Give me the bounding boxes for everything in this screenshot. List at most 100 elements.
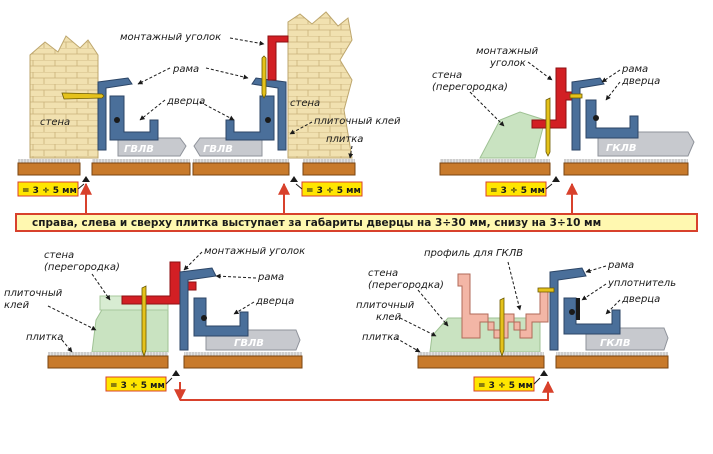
leader-corner xyxy=(527,61,553,81)
banner-box xyxy=(15,213,698,232)
board-label-left: ГВЛВ xyxy=(124,144,154,155)
frame-profile-left xyxy=(97,77,159,151)
leader-wall xyxy=(417,289,449,327)
tile-strip-b xyxy=(184,352,302,356)
latch-left xyxy=(114,117,120,123)
label-glue-line2: клей xyxy=(376,312,402,323)
label-wall-line2: (перегородка) xyxy=(432,82,508,93)
leader-frame xyxy=(601,69,621,83)
latch xyxy=(201,315,207,321)
tile-strip-a xyxy=(418,352,544,356)
latch xyxy=(593,115,599,121)
panel-bottom-left: стена (перегородка) плиточный клей плитк… xyxy=(4,246,305,392)
tile-strip-4 xyxy=(303,159,355,163)
leader-glue xyxy=(289,121,313,135)
screw-small xyxy=(569,93,583,99)
leader-tile xyxy=(348,145,354,159)
label-door: дверца xyxy=(255,296,294,307)
gap-tick-right xyxy=(290,176,298,182)
board-label: ГКЛВ xyxy=(600,338,630,349)
leader-corner xyxy=(229,37,265,46)
gap-arrow-right xyxy=(295,183,303,190)
gap-text: = 3 ÷ 5 мм xyxy=(490,186,545,196)
mounting-corner xyxy=(531,67,581,129)
board-label-right: ГВЛВ xyxy=(203,144,233,155)
arrow-to-bottom-gaps xyxy=(180,382,548,400)
label-glue: плиточный клей xyxy=(314,116,401,127)
leader-frame-1 xyxy=(137,67,171,85)
banner-text: справа, слева и сверху плитка выступает … xyxy=(32,217,601,229)
label-corner: монтажный уголок xyxy=(120,32,221,43)
label-wall-line1: стена xyxy=(368,268,398,279)
label-corner: монтажный уголок xyxy=(204,246,305,257)
screw-left xyxy=(61,92,105,100)
gap-arrow-left xyxy=(77,183,85,190)
leader-door-1 xyxy=(139,99,166,121)
tile-base-2 xyxy=(91,162,191,176)
leader-profile xyxy=(507,261,522,311)
tile-base-b xyxy=(555,355,669,369)
leader-door xyxy=(605,299,621,315)
gap-arrow xyxy=(545,183,553,190)
tile-strip-1 xyxy=(18,159,80,163)
gap-tick-left xyxy=(82,176,90,182)
tile-base-b xyxy=(563,162,689,176)
gap-text: = 3 ÷ 5 мм xyxy=(110,381,165,391)
leader-frame xyxy=(585,265,607,274)
leader-door-2 xyxy=(199,101,235,121)
screw xyxy=(499,297,505,358)
gap-tick xyxy=(552,176,560,182)
brick-wall-right xyxy=(287,11,353,159)
tile-strip-b xyxy=(564,159,688,163)
frame-profile xyxy=(571,77,639,151)
screw-right xyxy=(261,55,267,99)
mounting-corner xyxy=(267,35,289,81)
label-frame: рама xyxy=(607,260,634,271)
tile-base-1 xyxy=(17,162,81,176)
label-tile: плитка xyxy=(362,332,399,343)
leader-glue xyxy=(47,305,97,331)
label-corner-line1: монтажный xyxy=(476,46,539,57)
tile-base-a xyxy=(417,355,545,369)
frame-profile-right xyxy=(225,77,287,151)
profile-gklv xyxy=(457,273,549,339)
board-label: ГВЛВ xyxy=(234,338,264,349)
screw xyxy=(141,285,147,358)
tile-base-a xyxy=(47,355,169,369)
label-wall-line2: (перегородка) xyxy=(44,262,120,273)
leader-tile xyxy=(61,339,73,353)
gap-text-left: = 3 ÷ 5 мм xyxy=(22,186,77,196)
leader-glue xyxy=(399,317,437,337)
screw xyxy=(545,97,551,157)
label-glue-line1: плиточный xyxy=(356,300,415,311)
label-wall-line1: стена xyxy=(44,250,74,261)
leader-tile xyxy=(395,337,421,353)
label-tile: плитка xyxy=(326,134,363,145)
tile-strip-a xyxy=(440,159,550,163)
latch xyxy=(569,309,575,315)
label-wall-line2: (перегородка) xyxy=(368,280,444,291)
tile-base-3 xyxy=(192,162,290,176)
tile-base-4 xyxy=(302,162,356,176)
label-frame: рама xyxy=(621,64,648,75)
tile-strip-b xyxy=(556,352,668,356)
panel-top-left: стена стена монтажный уголок рама дверца… xyxy=(17,11,401,197)
leader-wall xyxy=(91,273,111,301)
label-wall-left: стена xyxy=(40,117,70,128)
gap-arrow xyxy=(165,377,173,385)
leader-seal xyxy=(581,283,607,301)
leader-wall xyxy=(469,91,505,127)
glue-layer xyxy=(479,111,546,159)
label-corner-line2: уголок xyxy=(489,58,526,69)
label-wall-line1: стена xyxy=(432,70,462,81)
panel-bottom-right: профиль для ГКЛВ стена (перегородка) пли… xyxy=(356,248,676,392)
leader-frame xyxy=(215,273,257,279)
label-tile: плитка xyxy=(26,332,63,343)
door-board-left xyxy=(117,137,187,157)
label-profile: профиль для ГКЛВ xyxy=(424,248,523,259)
gap-arrow xyxy=(533,377,541,385)
latch-right xyxy=(265,117,271,123)
label-door: дверца xyxy=(621,76,660,87)
seal xyxy=(576,298,580,320)
